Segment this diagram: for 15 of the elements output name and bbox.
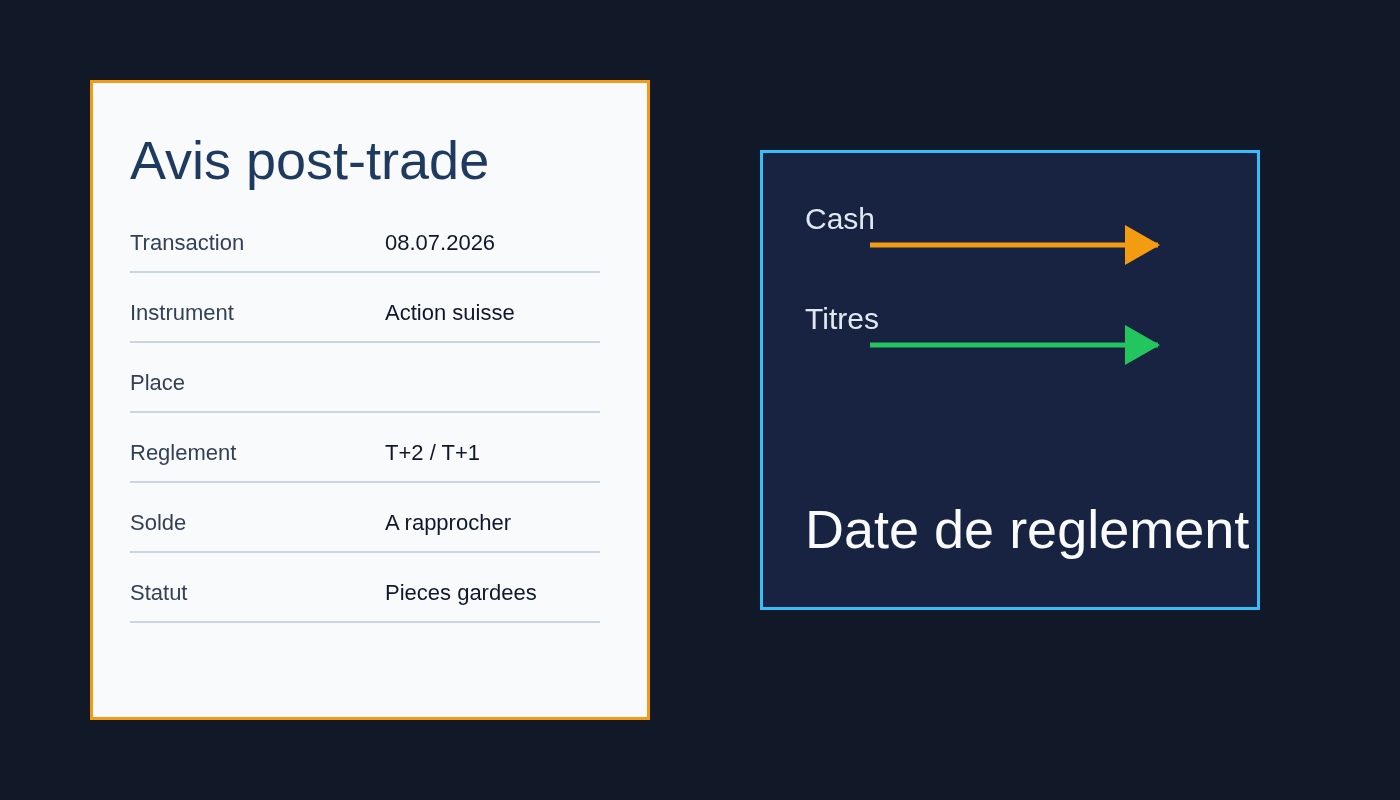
- settlement-panel: [760, 150, 1260, 610]
- field-label: Reglement: [130, 442, 237, 464]
- field-label: Solde: [130, 512, 187, 534]
- field-value: A rapprocher: [385, 512, 511, 534]
- field-label: Statut: [130, 582, 188, 604]
- document-card: [90, 80, 650, 720]
- flow-label: Cash: [805, 204, 876, 234]
- field-label: Transaction: [130, 232, 245, 254]
- field-value: 08.07.2026: [385, 232, 496, 254]
- field-value: Pieces gardees: [385, 582, 537, 604]
- field-label: Instrument: [130, 302, 234, 324]
- field-value: T+2 / T+1: [385, 442, 480, 464]
- field-value: Action suisse: [385, 302, 515, 324]
- flow-label: Titres: [805, 304, 879, 334]
- field-label: Place: [130, 372, 186, 394]
